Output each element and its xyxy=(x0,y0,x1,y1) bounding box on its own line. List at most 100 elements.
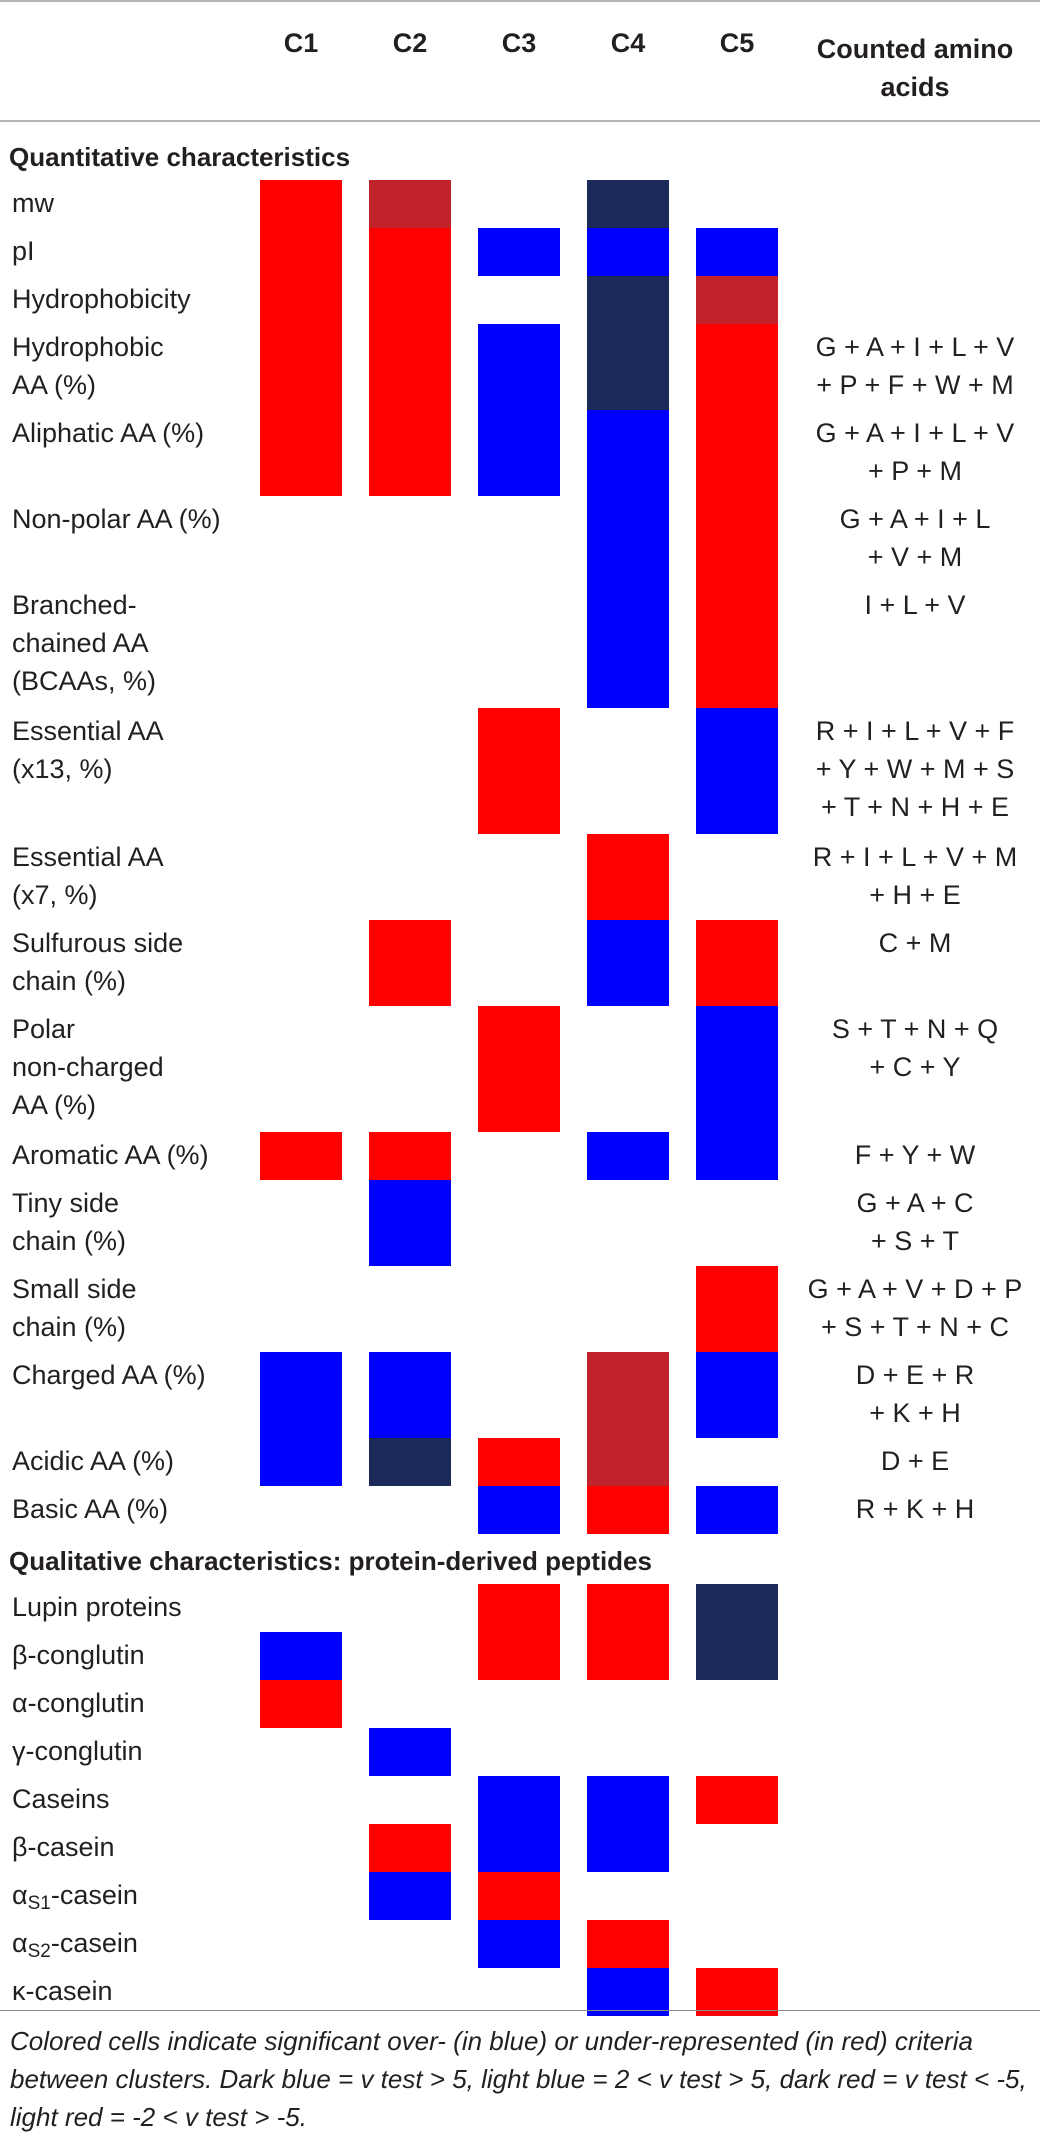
cell-r22-c5 xyxy=(696,1776,778,1824)
cell-r19-c4 xyxy=(587,1632,669,1680)
header-counted-amino-acids: Counted amino acids xyxy=(816,34,1014,102)
row-label: Sulfurous side chain (%) xyxy=(12,928,184,996)
cell-r19-c5 xyxy=(696,1632,778,1680)
row-counted-amino-acids: D + E xyxy=(880,1446,950,1476)
bottom-rule xyxy=(0,2010,1040,2011)
cell-r3-c4 xyxy=(587,276,669,324)
row-counted-amino-acids: G + A + I + L + V + P + F + W + M xyxy=(815,332,1015,400)
row-label: Lupin proteins xyxy=(12,1592,182,1622)
cell-r8-c3 xyxy=(478,708,560,834)
cell-r4-c4 xyxy=(587,324,669,410)
cell-r25-c3 xyxy=(478,1920,560,1968)
header-c4: C4 xyxy=(610,28,646,58)
header-c5: C5 xyxy=(719,28,755,58)
cell-r18-c4 xyxy=(587,1584,669,1632)
cell-r12-c5 xyxy=(696,1132,778,1180)
row-counted-amino-acids: R + I + L + V + F + Y + W + M + S + T + … xyxy=(815,716,1015,822)
row-counted-amino-acids: I + L + V xyxy=(864,590,966,620)
row-label: αS2-casein xyxy=(12,1924,138,1962)
cell-r19-c3 xyxy=(478,1632,560,1680)
row-label: Polar non-charged AA (%) xyxy=(12,1014,164,1120)
cell-r22-c3 xyxy=(478,1776,560,1824)
row-label-rest: -casein xyxy=(50,1928,138,1958)
cell-r25-c4 xyxy=(587,1920,669,1968)
cell-r10-c4 xyxy=(587,920,669,1006)
cell-r12-c2 xyxy=(369,1132,451,1180)
row-counted-amino-acids: G + A + C + S + T xyxy=(856,1188,974,1256)
cell-r3-c2 xyxy=(369,276,451,324)
row-label: Small side chain (%) xyxy=(12,1274,137,1342)
row-counted-amino-acids: S + T + N + Q + C + Y xyxy=(831,1014,999,1082)
row-label: Essential AA (x13, %) xyxy=(12,716,164,784)
cell-r2-c5 xyxy=(696,228,778,276)
cell-r2-c1 xyxy=(260,228,342,276)
cell-r8-c5 xyxy=(696,708,778,834)
cell-r18-c5 xyxy=(696,1584,778,1632)
row-label: Hydrophobicity xyxy=(12,284,191,314)
cell-r12-c1 xyxy=(260,1132,342,1180)
cell-r16-c3 xyxy=(478,1438,560,1486)
cell-r5-c4 xyxy=(587,410,669,496)
row-label: αS1-casein xyxy=(12,1876,138,1914)
row-label: pI xyxy=(12,236,35,266)
row-label: Caseins xyxy=(12,1784,110,1814)
cell-r17-c5 xyxy=(696,1486,778,1534)
row-label: Branched- chained AA (BCAAs, %) xyxy=(12,590,157,696)
cell-r26-c4 xyxy=(587,1968,669,2016)
cell-r6-c5 xyxy=(696,496,778,582)
row-counted-amino-acids: R + K + H xyxy=(855,1494,975,1524)
row-label: Basic AA (%) xyxy=(12,1494,169,1524)
cell-r15-c4 xyxy=(587,1352,669,1438)
cell-r4-c3 xyxy=(478,324,560,410)
row-label: Non-polar AA (%) xyxy=(12,504,221,534)
row-counted-amino-acids: D + E + R + K + H xyxy=(855,1360,975,1428)
cell-r14-c5 xyxy=(696,1266,778,1352)
header-c2: C2 xyxy=(392,28,428,58)
cell-r18-c3 xyxy=(478,1584,560,1632)
cell-r4-c5 xyxy=(696,324,778,410)
cell-r16-c1 xyxy=(260,1438,342,1486)
row-label: β-casein xyxy=(12,1832,115,1862)
cell-r23-c4 xyxy=(587,1824,669,1872)
cell-r20-c1 xyxy=(260,1680,342,1728)
header-c3: C3 xyxy=(501,28,537,58)
cell-r12-c4 xyxy=(587,1132,669,1180)
cell-r5-c3 xyxy=(478,410,560,496)
row-counted-amino-acids: R + I + L + V + M + H + E xyxy=(812,842,1018,910)
cell-r4-c1 xyxy=(260,324,342,410)
row-label: κ-casein xyxy=(12,1976,113,2006)
row-counted-amino-acids: G + A + V + D + P + S + T + N + C xyxy=(807,1274,1023,1342)
cell-r4-c2 xyxy=(369,324,451,410)
row-label: Aromatic AA (%) xyxy=(12,1140,209,1170)
top-rule xyxy=(0,0,1040,2)
cell-r16-c4 xyxy=(587,1438,669,1486)
row-label: γ-conglutin xyxy=(12,1736,143,1766)
cell-r24-c2 xyxy=(369,1872,451,1920)
row-label: Charged AA (%) xyxy=(12,1360,206,1390)
cell-r3-c1 xyxy=(260,276,342,324)
header-rule xyxy=(0,120,1040,122)
row-label-sub: S1 xyxy=(27,1893,51,1914)
cell-r23-c2 xyxy=(369,1824,451,1872)
cell-r5-c5 xyxy=(696,410,778,496)
cell-r15-c1 xyxy=(260,1352,342,1438)
cell-r19-c1 xyxy=(260,1632,342,1680)
cell-r26-c5 xyxy=(696,1968,778,2016)
row-label-main: α xyxy=(12,1928,28,1958)
cell-r15-c5 xyxy=(696,1352,778,1438)
cell-r17-c4 xyxy=(587,1486,669,1534)
row-label-main: α xyxy=(12,1880,28,1910)
row-counted-amino-acids: C + M xyxy=(878,928,952,958)
row-label: Aliphatic AA (%) xyxy=(12,418,205,448)
row-label: mw xyxy=(12,188,54,218)
row-counted-amino-acids: G + A + I + L + V + P + M xyxy=(815,418,1015,486)
row-counted-amino-acids: G + A + I + L + V + M xyxy=(839,504,991,572)
cell-r22-c4 xyxy=(587,1776,669,1824)
cell-r7-c5 xyxy=(696,582,778,708)
cell-r10-c5 xyxy=(696,920,778,1006)
header-c1: C1 xyxy=(283,28,319,58)
cell-r23-c3 xyxy=(478,1824,560,1872)
section-qualitative: Qualitative characteristics: protein-der… xyxy=(9,1546,652,1576)
cell-r3-c5 xyxy=(696,276,778,324)
cell-r10-c2 xyxy=(369,920,451,1006)
